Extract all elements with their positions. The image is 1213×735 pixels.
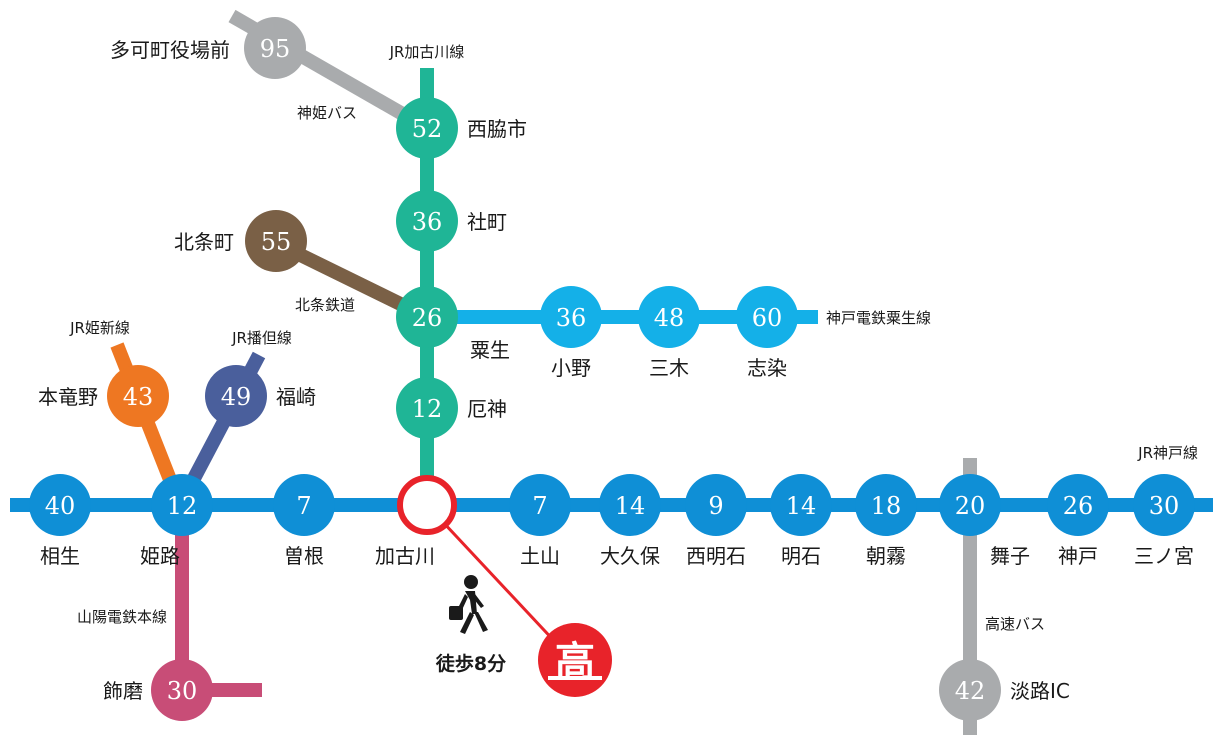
station-name-kobe: 神戸 <box>1058 544 1098 568</box>
line-label-bantan: JR播但線 <box>231 329 292 347</box>
station-himeji[interactable]: 12 <box>151 474 213 536</box>
station-minutes: 36 <box>412 208 443 236</box>
station-name-asagiri: 朝霧 <box>866 544 906 568</box>
station-name-akashi: 明石 <box>781 544 821 568</box>
station-fukusaki[interactable]: 49 <box>205 365 267 427</box>
line-label-kobe-dentetsu: 神戸電鉄粟生線 <box>826 309 931 327</box>
walk-route-line <box>425 503 574 662</box>
station-minutes: 42 <box>955 677 986 705</box>
station-name-yashiro: 社町 <box>467 210 507 234</box>
station-name-tsuchiyama: 土山 <box>520 544 560 568</box>
station-minutes: 26 <box>1063 492 1094 520</box>
station-yashiro[interactable]: 36 <box>396 190 458 252</box>
station-minutes: 52 <box>412 115 443 143</box>
station-name-hontatsuno: 本竜野 <box>38 385 98 409</box>
station-taka[interactable]: 95 <box>244 17 306 79</box>
station-minutes: 12 <box>412 395 443 423</box>
station-name-hojomachi: 北条町 <box>174 230 234 254</box>
station-kakogawa[interactable] <box>397 475 457 535</box>
station-tsuchiyama[interactable]: 7 <box>509 474 571 536</box>
station-minutes: 20 <box>955 492 986 520</box>
station-name-shijimi: 志染 <box>747 356 787 380</box>
station-sannomiya[interactable]: 30 <box>1133 474 1195 536</box>
station-aioi[interactable]: 40 <box>29 474 91 536</box>
station-okubo[interactable]: 14 <box>599 474 661 536</box>
station-name-shikama: 飾磨 <box>103 679 143 703</box>
station-ao[interactable]: 26 <box>396 286 458 348</box>
station-minutes: 55 <box>261 228 292 256</box>
station-yakujin[interactable]: 12 <box>396 377 458 439</box>
station-name-okubo: 大久保 <box>600 544 660 568</box>
station-name-nishiakashi: 西明石 <box>686 544 746 568</box>
station-kobe[interactable]: 26 <box>1047 474 1109 536</box>
station-minutes: 49 <box>221 383 252 411</box>
station-akashi[interactable]: 14 <box>770 474 832 536</box>
station-minutes: 40 <box>45 492 76 520</box>
station-minutes: 43 <box>123 383 154 411</box>
station-name-maiko: 舞子 <box>990 544 1030 568</box>
line-label-shinki-bus: 神姫バス <box>297 104 357 122</box>
station-name-awaji: 淡路IC <box>1010 679 1070 703</box>
station-minutes: 30 <box>167 677 198 705</box>
line-label-highway-bus: 高速バス <box>985 615 1045 633</box>
station-minutes: 48 <box>654 304 685 332</box>
line-label-jr-kakogawa: JR加古川線 <box>389 43 465 61</box>
station-nishiwaki[interactable]: 52 <box>396 97 458 159</box>
station-name-yakujin: 厄神 <box>467 397 507 421</box>
station-sone[interactable]: 7 <box>273 474 335 536</box>
station-name-aioi: 相生 <box>40 544 80 568</box>
line-label-sanyo: 山陽電鉄本線 <box>77 608 167 626</box>
station-miki[interactable]: 48 <box>638 286 700 348</box>
station-minutes: 60 <box>752 304 783 332</box>
station-name-nishiwaki: 西脇市 <box>467 117 527 141</box>
line-label-jr-kobe: JR神戸線 <box>1137 444 1198 462</box>
station-minutes: 7 <box>532 492 547 520</box>
station-name-taka: 多可町役場前 <box>110 38 230 62</box>
line-label-hojo: 北条鉄道 <box>295 296 355 314</box>
station-maiko[interactable]: 20 <box>939 474 1001 536</box>
station-hontatsuno[interactable]: 43 <box>107 365 169 427</box>
station-minutes: 14 <box>615 492 646 520</box>
station-minutes: 36 <box>556 304 587 332</box>
station-minutes: 26 <box>412 304 443 332</box>
station-name-fukusaki: 福崎 <box>276 385 316 409</box>
station-shikama[interactable]: 30 <box>151 659 213 721</box>
station-minutes: 30 <box>1149 492 1180 520</box>
station-minutes: 95 <box>260 35 291 63</box>
school-logo-icon[interactable]: 高 <box>538 623 612 697</box>
station-minutes: 9 <box>708 492 723 520</box>
station-name-sannomiya: 三ノ宮 <box>1134 544 1194 568</box>
walking-person-icon <box>449 575 488 634</box>
station-minutes: 14 <box>786 492 817 520</box>
station-name-kakogawa: 加古川 <box>375 544 435 568</box>
station-ono[interactable]: 36 <box>540 286 602 348</box>
station-asagiri[interactable]: 18 <box>855 474 917 536</box>
station-name-himeji: 姫路 <box>140 544 180 568</box>
station-awaji[interactable]: 42 <box>939 659 1001 721</box>
station-minutes: 12 <box>167 492 198 520</box>
station-name-miki: 三木 <box>649 356 689 380</box>
station-hojomachi[interactable]: 55 <box>245 210 307 272</box>
station-shijimi[interactable]: 60 <box>736 286 798 348</box>
station-name-ono: 小野 <box>551 356 591 380</box>
station-name-sone: 曽根 <box>284 544 324 568</box>
station-nishiakashi[interactable]: 9 <box>685 474 747 536</box>
station-name-ao: 粟生 <box>470 338 510 362</box>
walk-time-label: 徒歩8分 <box>435 652 506 675</box>
line-label-kishin: JR姫新線 <box>69 319 130 337</box>
station-minutes: 18 <box>871 492 902 520</box>
station-minutes: 7 <box>296 492 311 520</box>
